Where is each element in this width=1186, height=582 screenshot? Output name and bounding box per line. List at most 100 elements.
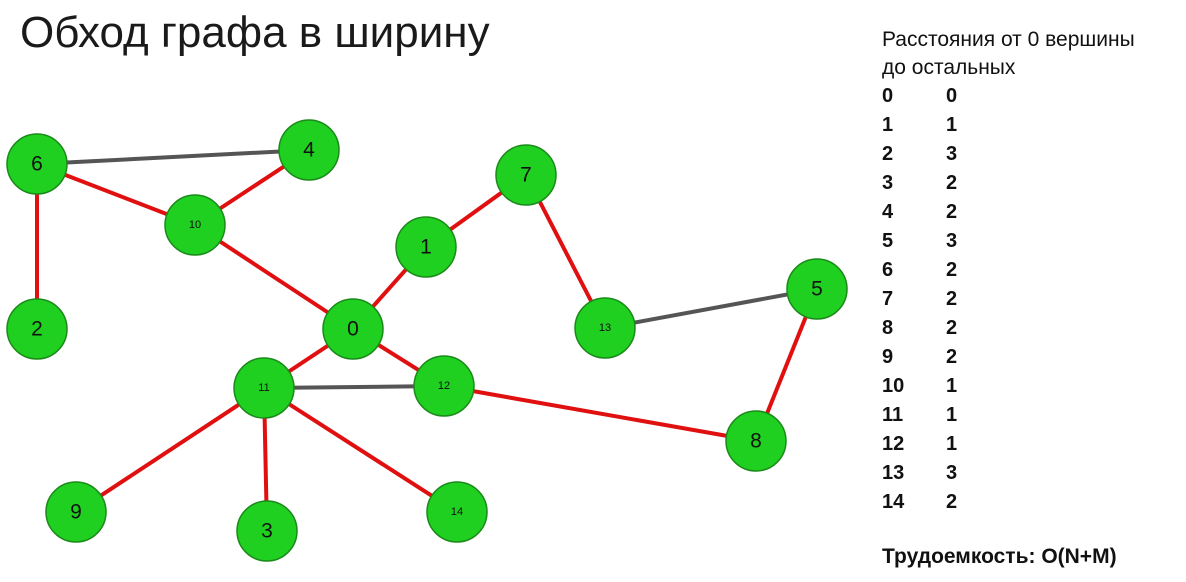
- graph-node-4: 4: [278, 119, 340, 181]
- graph-node-label: 5: [811, 278, 823, 301]
- graph-node-circle: [6, 133, 68, 195]
- distance-row-value: 2: [946, 259, 958, 281]
- distance-row-value: 1: [946, 433, 958, 455]
- tree-edge-11-14: [262, 386, 459, 514]
- graph-node-circle: [322, 298, 384, 360]
- tree-edge-12-8: [443, 384, 757, 443]
- graph-node-circle: [233, 357, 295, 419]
- graph-node-14: 14: [426, 481, 488, 543]
- distance-row-vertex: 7: [882, 288, 894, 310]
- distance-row-value: 0: [946, 85, 958, 107]
- distance-row-vertex: 1: [882, 114, 894, 136]
- edge-13-5: [604, 287, 818, 330]
- distance-row: 12 1: [882, 430, 957, 459]
- graph-node-label: 2: [31, 318, 43, 341]
- graph-node-circle: [725, 410, 787, 472]
- graph-node-label: 3: [261, 520, 273, 543]
- distance-row-vertex: 10: [882, 375, 905, 397]
- distance-row: 13 3: [882, 459, 957, 488]
- distance-row-vertex: 12: [882, 433, 905, 455]
- distance-row-vertex: 4: [882, 201, 894, 223]
- distance-row-vertex: 13: [882, 462, 905, 484]
- complexity-label: Трудоемкость: O(N+M): [882, 545, 1117, 568]
- graph-node-circle: [395, 216, 457, 278]
- distance-row-vertex: 8: [882, 317, 894, 339]
- graph-node-circle: [574, 297, 636, 359]
- distance-row-value: 1: [946, 114, 958, 136]
- graph-node-label: 10: [189, 219, 201, 231]
- graph-node-circle: [164, 194, 226, 256]
- distance-heading: Расстояния от 0 вершины до остальных: [882, 26, 1182, 82]
- distance-row-vertex: 3: [882, 172, 894, 194]
- distance-row-vertex: 9: [882, 346, 894, 368]
- graph-node-9: 9: [45, 481, 107, 543]
- graph-node-label: 12: [438, 380, 450, 392]
- distance-row-value: 1: [946, 404, 958, 426]
- distance-row-value: 2: [946, 317, 958, 339]
- graph-node-label: 4: [303, 139, 315, 162]
- graph-node-3: 3: [236, 500, 298, 562]
- graph-node-label: 0: [347, 318, 359, 341]
- distance-row-vertex: 5: [882, 230, 894, 252]
- graph-edges: [35, 148, 819, 532]
- graph-node-label: 11: [258, 382, 269, 394]
- distance-row-value: 3: [946, 462, 958, 484]
- distance-heading-line1: Расстояния от 0 вершины: [882, 28, 1135, 51]
- graph-node-8: 8: [725, 410, 787, 472]
- graph-node-2: 2: [6, 298, 68, 360]
- graph-node-label: 8: [750, 430, 762, 453]
- slide-title: Обход графа в ширину: [20, 8, 490, 57]
- distance-row-vertex: 6: [882, 259, 894, 281]
- distance-row-value: 3: [946, 230, 958, 252]
- graph-node-circle: [6, 298, 68, 360]
- graph-node-circle: [786, 258, 848, 320]
- distance-heading-line2: до остальных: [882, 56, 1016, 79]
- distance-row: 14 2: [882, 488, 957, 517]
- distance-row-value: 2: [946, 346, 958, 368]
- graph-node-label: 14: [451, 506, 463, 518]
- distance-row-vertex: 11: [882, 404, 904, 426]
- tree-edge-11-9: [74, 386, 266, 514]
- distance-row-vertex: 14: [882, 491, 905, 513]
- graph-node-11: 11: [233, 357, 295, 419]
- graph-node-7: 7: [495, 144, 557, 206]
- distance-row-value: 3: [946, 143, 958, 165]
- graph-node-1: 1: [395, 216, 457, 278]
- distance-row-value: 2: [946, 491, 958, 513]
- distance-row-value: 1: [946, 375, 958, 397]
- graph-node-0: 0: [322, 298, 384, 360]
- graph-node-6: 6: [6, 133, 68, 195]
- distance-row-vertex: 2: [882, 143, 894, 165]
- graph-node-label: 9: [70, 501, 82, 524]
- graph-node-label: 1: [420, 236, 432, 259]
- graph-node-label: 6: [31, 153, 43, 176]
- distance-row-value: 2: [946, 288, 958, 310]
- tree-edge-0-10: [193, 223, 355, 331]
- distance-row-vertex: 0: [882, 85, 894, 107]
- distance-row: 10 1: [882, 372, 957, 401]
- graph-node-circle: [413, 355, 475, 417]
- graph-node-circle: [236, 500, 298, 562]
- graph-node-13: 13: [574, 297, 636, 359]
- graph-node-10: 10: [164, 194, 226, 256]
- graph-node-circle: [45, 481, 107, 543]
- graph-node-label: 7: [520, 164, 532, 187]
- distance-row-value: 2: [946, 172, 958, 194]
- distance-row-value: 2: [946, 201, 958, 223]
- graph-node-label: 13: [599, 322, 611, 334]
